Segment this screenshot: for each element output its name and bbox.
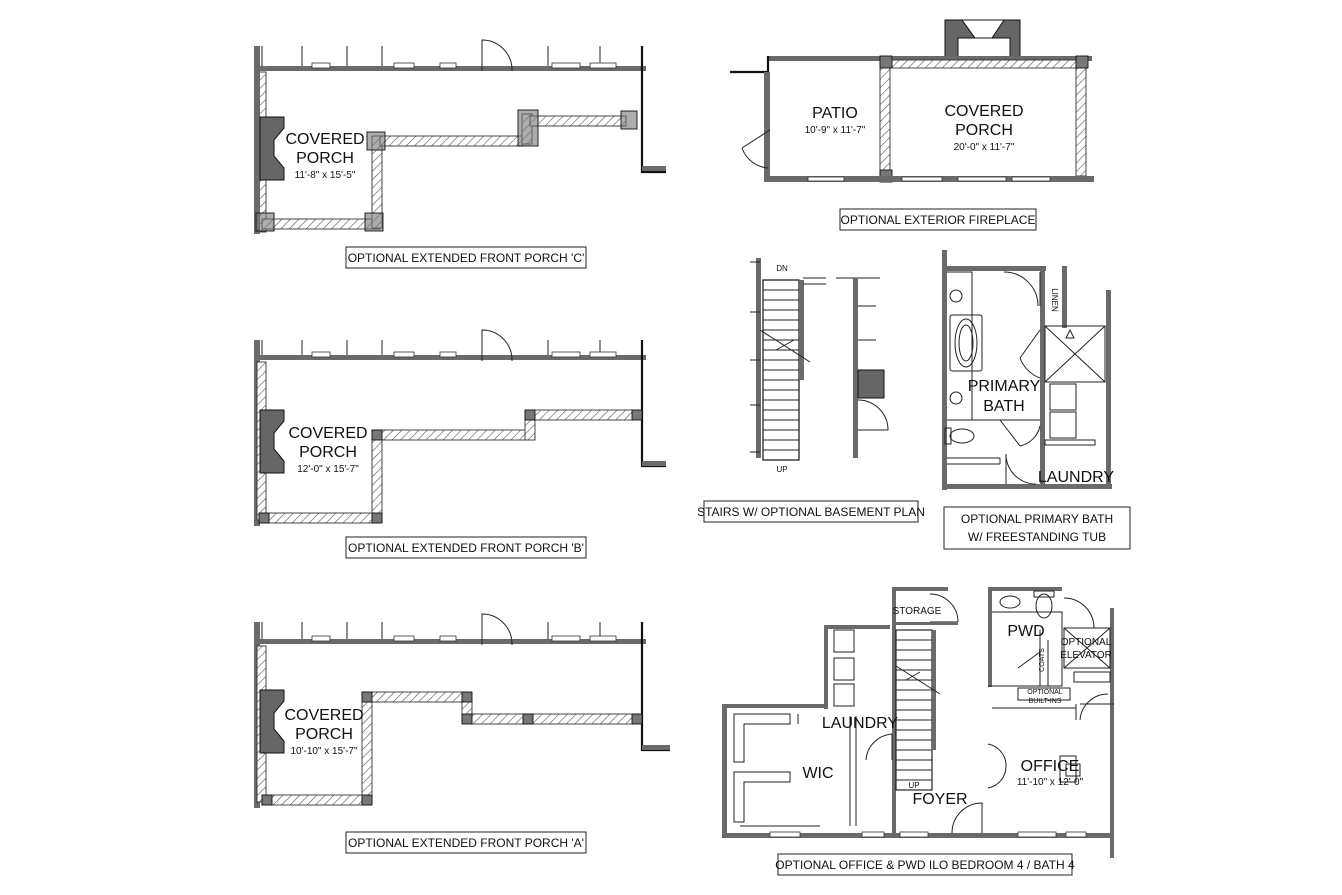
bath-caption-line2: W/ FREESTANDING TUB: [968, 530, 1106, 544]
office-pwd-label: PWD: [1007, 623, 1044, 640]
office-wic-label: WIC: [802, 765, 833, 782]
porch-c-plan: COVERED PORCH 11'-8" x 15'-5" OPTIONAL E…: [254, 39, 666, 269]
stairs-up-label: UP: [776, 465, 787, 474]
bath-caption-line1: OPTIONAL PRIMARY BATH: [961, 512, 1113, 526]
stairs-caption: STAIRS W/ OPTIONAL BASEMENT PLAN: [697, 505, 925, 519]
fireplace-porch-line1: COVERED: [944, 103, 1023, 120]
office-room-dims: 11'-10" x 12'-0": [1017, 777, 1084, 788]
office-foyer-label: FOYER: [912, 791, 967, 808]
office-coats-label: COATS: [1039, 648, 1046, 672]
fireplace-porch-dims: 20'-0" x 11'-7": [954, 142, 1015, 153]
primary-bath-plan: LINEN PRIMARY BATH LAUNDRY OPTIONAL PRIM…: [942, 250, 1131, 550]
porch-a-plan: COVERED PORCH 10'-10" x 15'-7" OPTIONAL …: [254, 613, 670, 854]
fireplace-porch-line2: PORCH: [955, 122, 1013, 139]
porch-b-room-line2: PORCH: [299, 444, 357, 461]
porch-a-caption: OPTIONAL EXTENDED FRONT PORCH 'A': [348, 836, 584, 850]
fireplace-icon: [259, 689, 285, 754]
porch-b-room-line1: COVERED: [288, 425, 367, 442]
porch-b-plan: COVERED PORCH 12'-0" x 15'-7" OPTIONAL E…: [254, 329, 666, 559]
door-swing-icon: [741, 129, 771, 169]
fireplace-icon: [259, 409, 285, 474]
office-caption: OPTIONAL OFFICE & PWD ILO BEDROOM 4 / BA…: [775, 858, 1075, 872]
office-laundry-label: LAUNDRY: [822, 715, 899, 732]
porch-a-room-line2: PORCH: [295, 726, 353, 743]
porch-c-dims: 11'-8" x 15'-5": [295, 170, 356, 181]
stairs-dn-label: DN: [776, 264, 788, 273]
office-room-label: OFFICE: [1021, 758, 1080, 775]
porch-c-room-line2: PORCH: [296, 150, 354, 167]
office-builtins-line1: OPTIONAL: [1027, 689, 1063, 696]
porch-b-caption: OPTIONAL EXTENDED FRONT PORCH 'B': [348, 541, 584, 555]
bath-linen-label: LINEN: [1050, 288, 1059, 312]
porch-c-caption: OPTIONAL EXTENDED FRONT PORCH 'C': [348, 251, 585, 265]
stairs-plan: DN UP STAIRS W/ OPTIONAL BASEMENT PLAN: [697, 258, 925, 523]
office-plan: STORAGE PWD COATS OPTIONAL ELEVATOR OPTI…: [722, 587, 1114, 876]
door-swing-icon: [481, 39, 513, 72]
porch-c-room-line1: COVERED: [285, 131, 364, 148]
fireplace-caption: OPTIONAL EXTERIOR FIREPLACE: [841, 213, 1036, 227]
office-storage-label: STORAGE: [893, 606, 942, 617]
office-elevator-line1: OPTIONAL: [1061, 637, 1112, 648]
fireplace-icon: [259, 116, 285, 181]
fireplace-plan: PATIO 10'-9" x 11'-7" COVERED PORCH 20'-…: [730, 19, 1094, 231]
door-swing-icon: [481, 329, 513, 362]
fireplace-patio-label: PATIO: [812, 105, 858, 122]
bath-room-line2: BATH: [983, 398, 1024, 415]
fireplace-patio-dims: 10'-9" x 11'-7": [805, 125, 866, 136]
office-builtins-line2: BUILT-INS: [1029, 698, 1062, 705]
porch-b-dims: 12'-0" x 15'-7": [297, 464, 359, 475]
bath-laundry-label: LAUNDRY: [1038, 469, 1115, 486]
bath-room-line1: PRIMARY: [968, 378, 1041, 395]
porch-a-room-line1: COVERED: [284, 707, 363, 724]
door-swing-icon: [481, 613, 513, 646]
porch-a-dims: 10'-10" x 15'-7": [290, 746, 358, 757]
office-elevator-line2: ELEVATOR: [1060, 650, 1112, 661]
office-up-label: UP: [908, 781, 919, 790]
